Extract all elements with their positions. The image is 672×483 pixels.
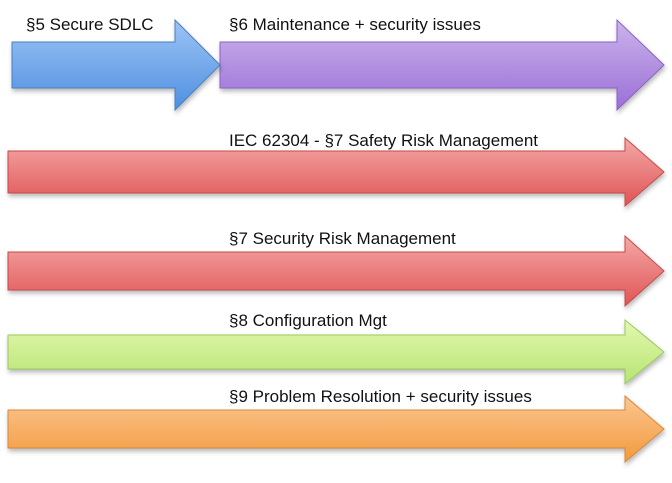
arrow-maintenance xyxy=(219,18,665,112)
arrow-safety-risk-management xyxy=(7,136,665,208)
label-safety-risk-management: IEC 62304 - §7 Safety Risk Management xyxy=(229,131,538,150)
label-secure-sdlc: §5 Secure SDLC xyxy=(26,15,154,34)
label-problem-resolution: §9 Problem Resolution + security issues xyxy=(229,387,532,406)
label-security-risk-management: §7 Security Risk Management xyxy=(229,229,456,248)
arrow-problem-resolution xyxy=(7,394,665,464)
arrow-security-risk-management xyxy=(7,234,665,308)
arrow-secure-sdlc xyxy=(11,18,221,112)
label-configuration-mgt: §8 Configuration Mgt xyxy=(229,311,387,330)
arrow-configuration-mgt xyxy=(7,318,665,386)
label-maintenance: §6 Maintenance + security issues xyxy=(229,15,481,34)
